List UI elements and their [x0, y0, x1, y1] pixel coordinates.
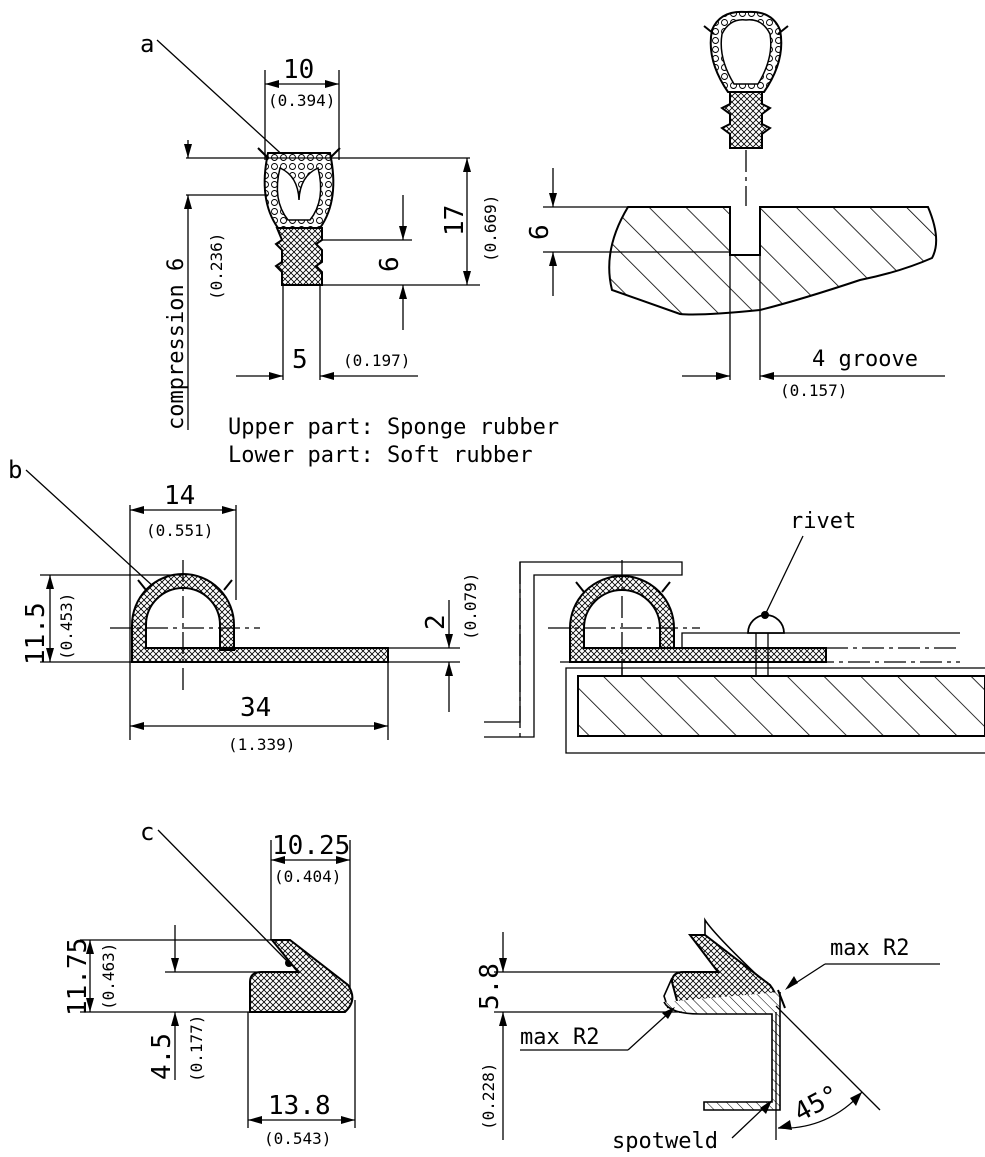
radius-label-bottom: max R2: [520, 1025, 599, 1050]
profile-b: b 14 (0.551) 11.5 (0.453) 2 (0.: [8, 456, 480, 754]
dim-mount-a-groove-in: (0.157): [780, 381, 847, 400]
material-upper: Upper part: Sponge rubber: [228, 415, 559, 440]
dim-c-base-width: 13.8: [268, 1091, 331, 1121]
dim-b-thickness-in: (0.079): [461, 573, 480, 640]
bulb-b: [131, 573, 389, 663]
dim-mount-c-height-in: (0.228): [479, 1063, 498, 1130]
angle-label: 45°: [789, 1080, 845, 1129]
dim-mount-a-groove: 4 groove: [812, 347, 918, 372]
dim-a-width: 10: [283, 55, 314, 85]
dim-b-width: 14: [164, 481, 195, 511]
dim-a-compression-in: (0.236): [207, 233, 226, 300]
spotweld-label: spotweld: [612, 1129, 718, 1152]
dim-c-lip-height: 4.5: [147, 1033, 177, 1080]
dim-a-compression: compression 6: [164, 258, 189, 430]
soft-rubber-foot-a: [274, 227, 323, 286]
dim-b-thickness: 2: [421, 614, 451, 630]
profile-c: c 10.25 (0.404) 11.75 (0.463) 4.5 (0.177…: [63, 818, 356, 1148]
dim-c-height-in: (0.463): [99, 943, 118, 1010]
material-lower: Lower part: Soft rubber: [228, 443, 533, 468]
rivet-label: rivet: [790, 509, 856, 534]
dim-c-top-width-in: (0.404): [274, 867, 341, 886]
dim-c-top-width: 10.25: [272, 831, 350, 861]
dim-b-width-in: (0.551): [146, 521, 213, 540]
callout-a: a: [140, 30, 154, 58]
mount-b-body: [577, 675, 985, 737]
dim-c-base-width-in: (0.543): [264, 1129, 331, 1148]
radius-label-top: max R2: [830, 936, 909, 961]
mount-b: rivet: [484, 509, 985, 754]
dim-mount-c-height: 5.8: [475, 963, 505, 1010]
dim-a-foot-height: 6: [375, 256, 405, 272]
dim-b-height-in: (0.453): [57, 593, 76, 660]
dim-c-lip-height-in: (0.177): [187, 1015, 206, 1082]
mount-a: 6 4 groove (0.157): [525, 10, 945, 400]
dim-a-foot-width: 5: [292, 345, 308, 375]
mount-a-body: [608, 206, 938, 316]
dim-b-length: 34: [240, 693, 271, 723]
dim-c-height: 11.75: [63, 938, 93, 1016]
profile-a: a 10 (0.394) compression 6 (0.236): [140, 30, 559, 468]
dim-b-height: 11.5: [21, 602, 51, 665]
dim-a-foot-width-in: (0.197): [343, 351, 410, 370]
dim-a-height-in: (0.669): [481, 195, 500, 262]
dim-a-width-in: (0.394): [268, 91, 335, 110]
profile-c-body: [249, 939, 354, 1013]
dim-a-height: 17: [440, 205, 470, 236]
sheet-metal: [663, 992, 781, 1111]
callout-b: b: [8, 456, 22, 484]
dim-mount-a-depth: 6: [525, 224, 555, 240]
mount-c: 5.8 (0.228) max R2 max R2 45° spotweld: [475, 917, 940, 1154]
dim-b-length-in: (1.339): [228, 735, 295, 754]
callout-c: c: [140, 818, 154, 846]
